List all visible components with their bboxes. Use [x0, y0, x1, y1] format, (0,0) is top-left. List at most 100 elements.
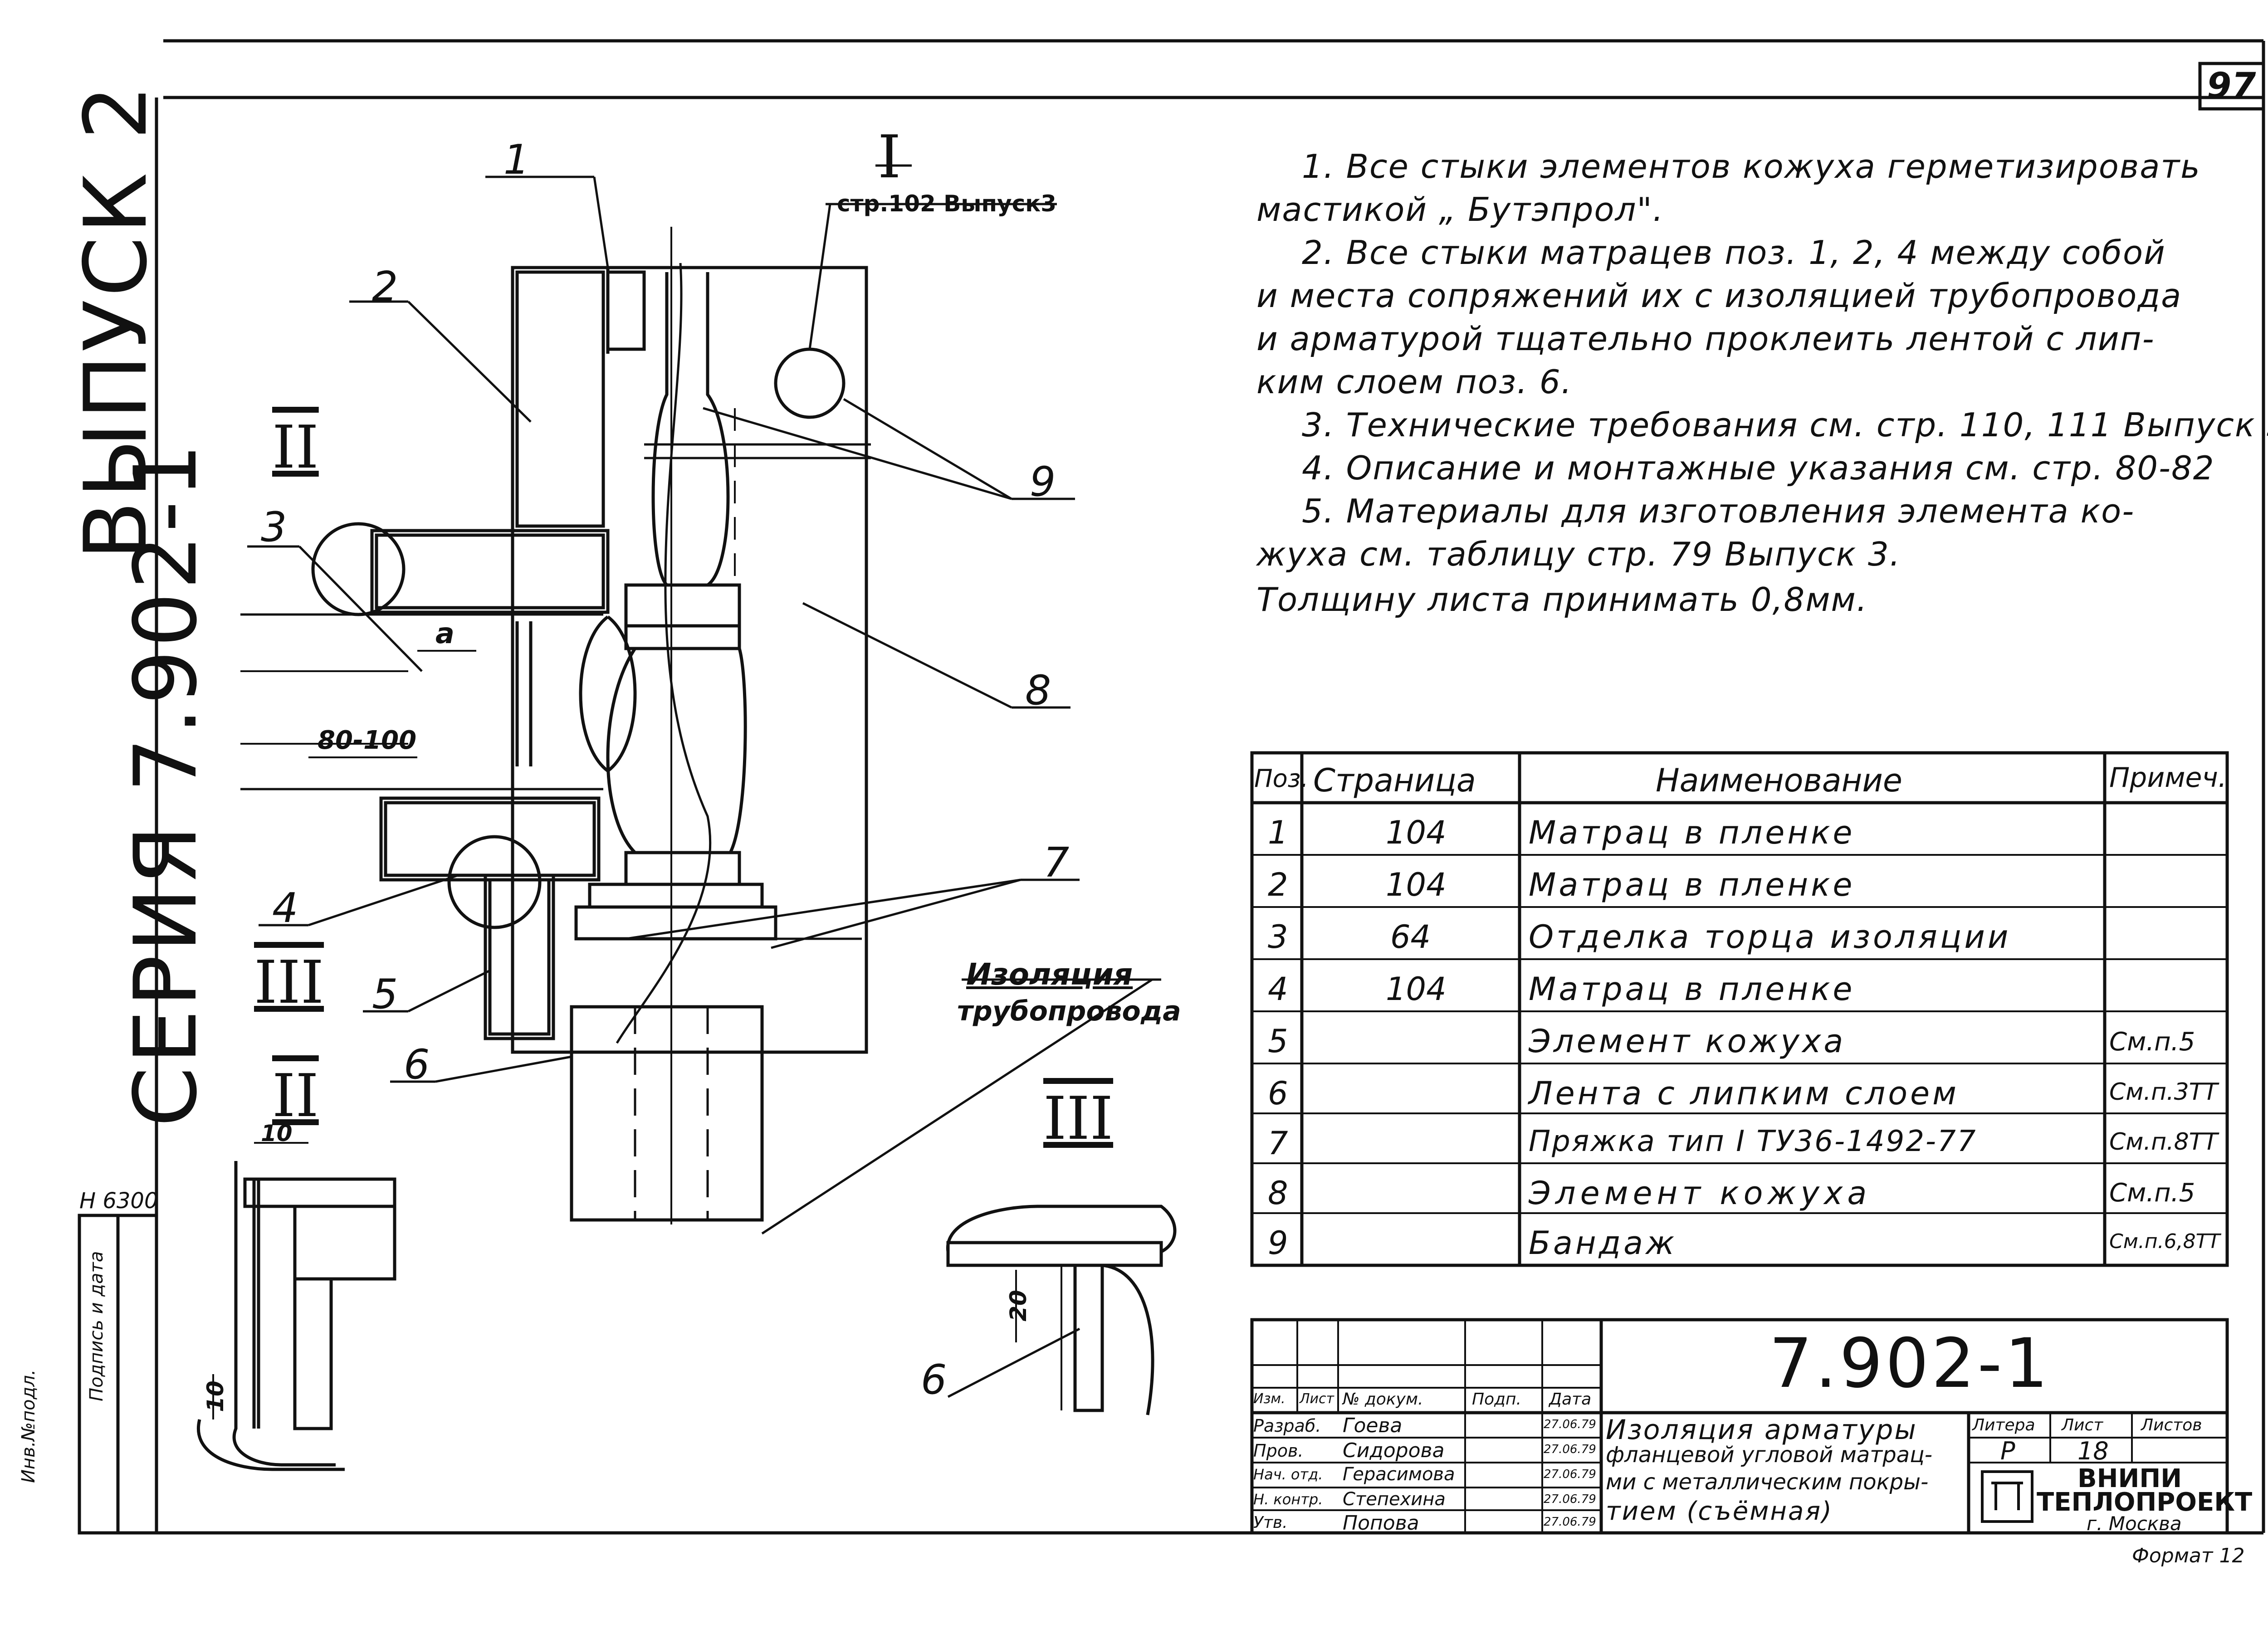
spec-page: 104	[1386, 814, 1447, 851]
side-title: СЕРИЯ 7.902-1	[116, 441, 216, 1127]
role-date: 27.06.79	[1544, 1418, 1596, 1431]
callout-2: 2	[372, 263, 398, 311]
issue-label: ВЫПУСК 2	[66, 82, 166, 560]
spec-name: Матрац в пленке	[1529, 814, 1855, 851]
note-line: мастикой „ Бутэпрол".	[1256, 190, 1664, 229]
doc-number: 7.902-1	[1769, 1324, 2051, 1403]
doc-title-line: ми с металлическим покры-	[1606, 1469, 1929, 1495]
callout-7: 7	[1043, 839, 1070, 887]
callout-9: 9	[1030, 458, 1056, 506]
detail-mark-II: II	[272, 413, 319, 482]
detail-II-title: II	[272, 1061, 319, 1130]
role-label: Нач. отд.	[1253, 1466, 1323, 1483]
note-line: 1. Все стыки элементов кожуха герметизир…	[1302, 147, 2201, 185]
note-line: ким слоем поз. 6.	[1256, 363, 1573, 401]
callout-6: 6	[404, 1041, 430, 1088]
detail-III-dim: 20	[1005, 1290, 1031, 1322]
spec-name: Матрац в пленке	[1529, 971, 1855, 1008]
spec-note: См.п.8ТТ	[2109, 1128, 2218, 1156]
role-name: Сидорова	[1343, 1439, 1445, 1462]
margin-code: Н 6300	[79, 1188, 158, 1214]
detail-II-dim-bottom: 10	[202, 1380, 229, 1412]
callout-5: 5	[372, 971, 398, 1018]
pipe-insulation-label-2: трубопровода	[957, 995, 1181, 1027]
note-line: 3. Технические требования см. стр. 110, …	[1302, 406, 2268, 444]
stage-value: Р	[2000, 1437, 2015, 1465]
spec-name: Матрац в пленке	[1529, 866, 1855, 903]
spec-name: Лента с липким слоем	[1529, 1075, 1959, 1112]
col-header: Лист	[1300, 1391, 1334, 1407]
spec-name: Элемент кожуха	[1529, 1023, 1846, 1060]
spec-note: См.п.6,8ТТ	[2109, 1230, 2220, 1253]
spec-page: 104	[1386, 971, 1447, 1008]
spec-pos: 6	[1268, 1075, 1288, 1112]
role-date: 27.06.79	[1544, 1468, 1596, 1481]
role-label: Н. контр.	[1253, 1491, 1323, 1508]
note-line: 2. Все стыки матрацев поз. 1, 2, 4 между…	[1302, 234, 2166, 272]
spec-pos: 7	[1268, 1125, 1288, 1162]
pipe-insulation-label-1: Изоляция	[966, 957, 1133, 992]
callout-1: 1	[503, 136, 530, 184]
spec-pos: 3	[1268, 918, 1288, 956]
role-date: 27.06.79	[1544, 1443, 1596, 1456]
stamp-sign: Подпись и дата	[86, 1251, 107, 1401]
callout-8: 8	[1025, 667, 1051, 714]
side-issue: ВЫПУСК 2	[66, 83, 166, 560]
callout-3: 3	[261, 503, 287, 551]
spec-name: Бандаж	[1529, 1224, 1677, 1262]
stage-header: Листов	[2141, 1416, 2202, 1434]
role-label: Разраб.	[1253, 1416, 1321, 1436]
spec-note: См.п.3ТТ	[2109, 1078, 2218, 1106]
note-line: Толщину листа принимать 0,8мм.	[1256, 580, 1868, 619]
org-line2: ТЕПЛОПРОЕКТ	[2037, 1488, 2253, 1517]
detail-III-callout: 6	[921, 1356, 947, 1404]
doc-title-line: фланцевой угловой матрац-	[1606, 1442, 1933, 1468]
role-name: Степехина	[1343, 1489, 1446, 1510]
role-label: Пров.	[1253, 1441, 1304, 1461]
spec-note: См.п.5	[2109, 1178, 2195, 1208]
spec-pos: 4	[1268, 971, 1288, 1008]
note-line: 4. Описание и монтажные указания см. стр…	[1302, 449, 2215, 487]
note-line: 5. Материалы для изготовления элемента к…	[1302, 492, 2135, 530]
stamp-inv: Инв.№подл.	[18, 1369, 39, 1483]
role-name: Герасимова	[1343, 1464, 1455, 1485]
role-date: 27.06.79	[1544, 1493, 1596, 1506]
spec-header-pos: Поз.	[1254, 764, 1309, 793]
role-label: Утв.	[1253, 1513, 1288, 1532]
dim-80-100: 80-100	[318, 726, 417, 755]
spec-pos: 5	[1268, 1023, 1288, 1060]
spec-page: 104	[1386, 866, 1447, 903]
detail-III-title: III	[1043, 1084, 1114, 1153]
col-header: Подп.	[1472, 1390, 1521, 1409]
org-city: г. Москва	[2087, 1512, 2182, 1535]
section-ref-mark: I	[878, 122, 901, 191]
section-ref-text: стр.102 Выпуск3	[837, 190, 1057, 217]
spec-header-note: Примеч.	[2109, 762, 2227, 794]
format-label: Формат 12	[2132, 1544, 2245, 1567]
sheet-number: 97	[2207, 66, 2256, 107]
col-header: Изм.	[1253, 1391, 1286, 1407]
spec-name: Элемент кожуха	[1529, 1175, 1872, 1212]
col-header: Дата	[1549, 1390, 1592, 1409]
role-date: 27.06.79	[1544, 1515, 1596, 1529]
doc-title-line: тием (съёмная)	[1606, 1497, 1833, 1526]
stage-header: Литера	[1972, 1416, 2035, 1434]
note-line: и арматурой тщательно проклеить лентой с…	[1256, 320, 2155, 358]
note-line: и места сопряжений их с изоляцией трубоп…	[1256, 277, 2182, 315]
detail-mark-III: III	[254, 948, 324, 1017]
org-line1: ВНИПИ	[2077, 1464, 2182, 1493]
sheet-value: 18	[2077, 1437, 2109, 1465]
stage-header: Лист	[2062, 1416, 2103, 1434]
col-header: № докум.	[1343, 1390, 1423, 1409]
dim-a: a	[435, 617, 455, 650]
spec-pos: 9	[1268, 1224, 1288, 1262]
spec-header-page: Страница	[1313, 762, 1476, 799]
note-line: жуха см. таблицу стр. 79 Выпуск 3.	[1256, 535, 1901, 573]
spec-pos: 2	[1268, 866, 1288, 903]
role-name: Попова	[1343, 1512, 1419, 1535]
spec-note: См.п.5	[2109, 1027, 2195, 1057]
spec-name: Отделка торца изоляции	[1529, 918, 2011, 956]
doc-title-line: Изоляция арматуры	[1606, 1414, 1917, 1446]
detail-II-dim-top: 10	[261, 1120, 293, 1146]
